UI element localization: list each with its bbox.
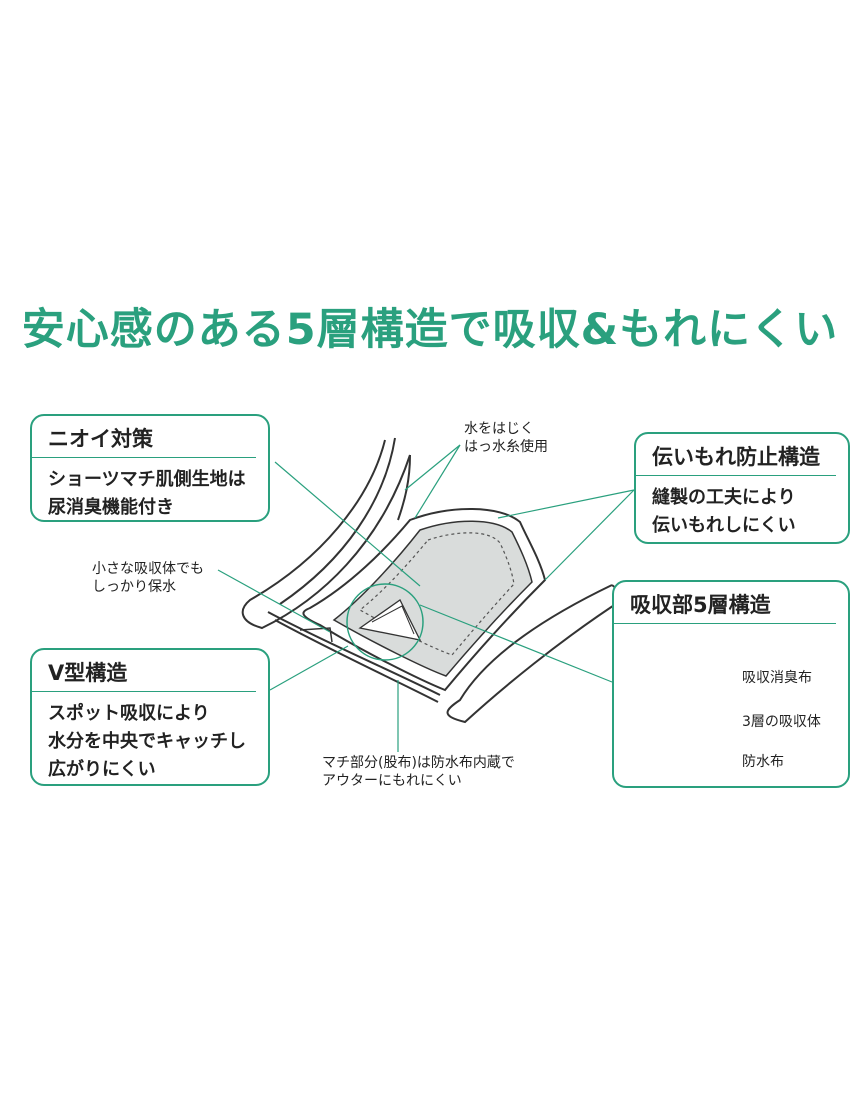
odor-box: ニオイ対策 ショーツマチ肌側生地は 尿消臭機能付き [30,414,270,522]
layers-box-title: 吸収部5層構造 [614,582,836,624]
small-absorber-note: 小さな吸収体でも しっかり保水 [92,560,204,596]
layer-label-bottom: 防水布 [742,754,784,770]
v-structure-box-line: 広がりにくい [48,759,156,780]
note-line: 小さな吸収体でも [92,561,204,577]
leader-lines [217,444,635,752]
leak-box-title: 伝いもれ防止構造 [636,434,836,476]
odor-box-line: ショーツマチ肌側生地は [48,469,246,490]
leak-box-line: 縫製の工夫により [652,487,796,508]
v-structure-box: V型構造 スポット吸収により 水分を中央でキャッチし 広がりにくい [30,648,270,786]
crotch-pad [267,508,547,703]
gusset-note: マチ部分(股布)は防水布内蔵で アウターにもれにくい [322,754,515,790]
note-line: 水をはじく [464,421,534,437]
layers-box: 吸収部5層構造 [612,580,850,788]
leak-box: 伝いもれ防止構造 縫製の工夫により 伝いもれしにくい [634,432,850,544]
note-line: アウターにもれにくい [322,773,462,789]
note-line: マチ部分(股布)は防水布内蔵で [322,755,515,771]
page-title: 安心感のある5層構造で吸収&もれにくい [21,305,839,355]
odor-box-title: ニオイ対策 [32,416,256,458]
water-repellent-note: 水をはじく はっ水糸使用 [464,420,548,456]
note-line: しっかり保水 [92,579,176,595]
odor-box-line: 尿消臭機能付き [48,497,174,518]
layer-label-top: 吸収消臭布 [742,670,812,686]
v-structure-box-line: スポット吸収により [48,703,210,724]
note-line: はっ水糸使用 [464,439,548,455]
layer-label-mid: 3層の吸収体 [742,714,821,730]
v-structure-box-line: 水分を中央でキャッチし [48,731,246,752]
v-structure-box-title: V型構造 [32,650,256,692]
leak-box-line: 伝いもれしにくい [652,515,796,536]
